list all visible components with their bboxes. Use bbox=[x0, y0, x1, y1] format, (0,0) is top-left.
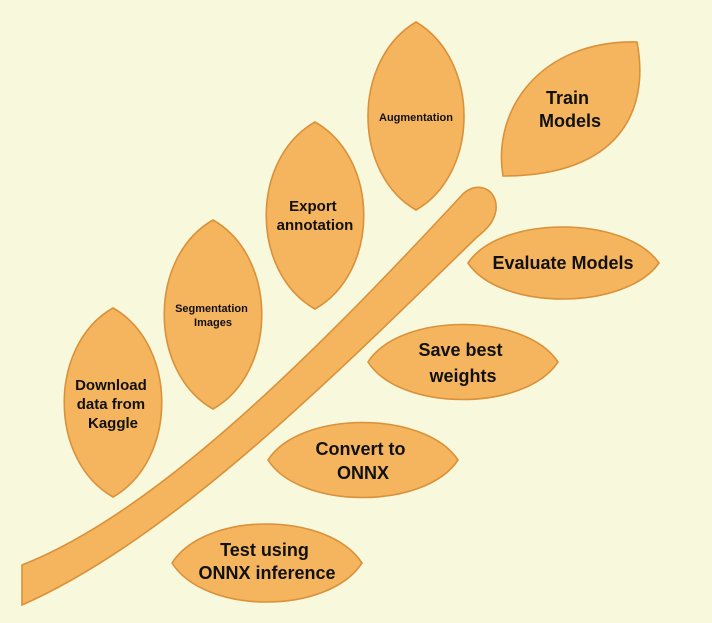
leaf-export-shape bbox=[265, 121, 365, 310]
leaf-export-label: Export annotation bbox=[277, 198, 354, 234]
leaf-evaluate: Evaluate Models bbox=[467, 226, 660, 300]
leaf-download-label: Download data from Kaggle bbox=[75, 377, 151, 432]
leaf-evaluate-line-1: Evaluate Models bbox=[492, 253, 633, 273]
branch-stem bbox=[21, 186, 497, 607]
leaf-test-line-2: ONNX inference bbox=[198, 563, 335, 583]
leaf-augmentation-shape bbox=[367, 21, 465, 211]
leaf-export-line-2: annotation bbox=[277, 217, 354, 234]
leaf-segmentation: Segmentation Images bbox=[163, 219, 263, 410]
leaf-download-line-1: Download bbox=[75, 377, 147, 394]
leaf-save-label: Save best weights bbox=[418, 340, 507, 386]
leaf-test-line-1: Test using bbox=[220, 540, 309, 560]
leaf-segmentation-shape bbox=[163, 219, 263, 410]
leaf-download: Download data from Kaggle bbox=[63, 307, 163, 498]
leaf-train: Train Models bbox=[500, 41, 641, 177]
leaf-train-line-2: Models bbox=[539, 111, 601, 131]
leaf-convert-label: Convert to ONNX bbox=[315, 439, 410, 483]
leaf-evaluate-shape bbox=[467, 226, 660, 300]
leaf-train-label: Train Models bbox=[539, 88, 601, 131]
leaf-convert: Convert to ONNX bbox=[267, 421, 459, 499]
leaf-convert-line-1: Convert to bbox=[315, 439, 405, 459]
leaf-segmentation-line-1: Segmentation bbox=[175, 303, 248, 315]
leaf-augmentation-label: Augmentation bbox=[379, 112, 453, 124]
leaf-export-line-1: Export bbox=[289, 198, 337, 215]
leaf-train-line-1: Train bbox=[546, 88, 589, 108]
leaf-save: Save best weights bbox=[367, 323, 559, 401]
leaf-save-line-2: weights bbox=[428, 366, 496, 386]
leaf-test-shape bbox=[171, 523, 363, 603]
leaf-train-shape bbox=[500, 41, 641, 177]
leaf-download-shape bbox=[63, 307, 163, 498]
leaf-segmentation-line-2: Images bbox=[194, 317, 232, 329]
leaf-augmentation-line-1: Augmentation bbox=[379, 112, 453, 124]
leaf-augmentation: Augmentation bbox=[367, 21, 465, 211]
leaf-test: Test using ONNX inference bbox=[171, 523, 363, 603]
leaf-convert-shape bbox=[267, 421, 459, 499]
leaf-evaluate-label: Evaluate Models bbox=[492, 253, 633, 273]
leaf-segmentation-label: Segmentation Images bbox=[175, 303, 251, 329]
leaf-download-line-2: data from bbox=[77, 396, 145, 413]
leaf-download-line-3: Kaggle bbox=[88, 415, 138, 432]
leaf-test-label: Test using ONNX inference bbox=[198, 540, 335, 583]
leaf-convert-line-2: ONNX bbox=[337, 463, 389, 483]
leaf-save-shape bbox=[367, 323, 559, 401]
leaf-export: Export annotation bbox=[265, 121, 365, 310]
leaf-save-line-1: Save best bbox=[418, 340, 502, 360]
